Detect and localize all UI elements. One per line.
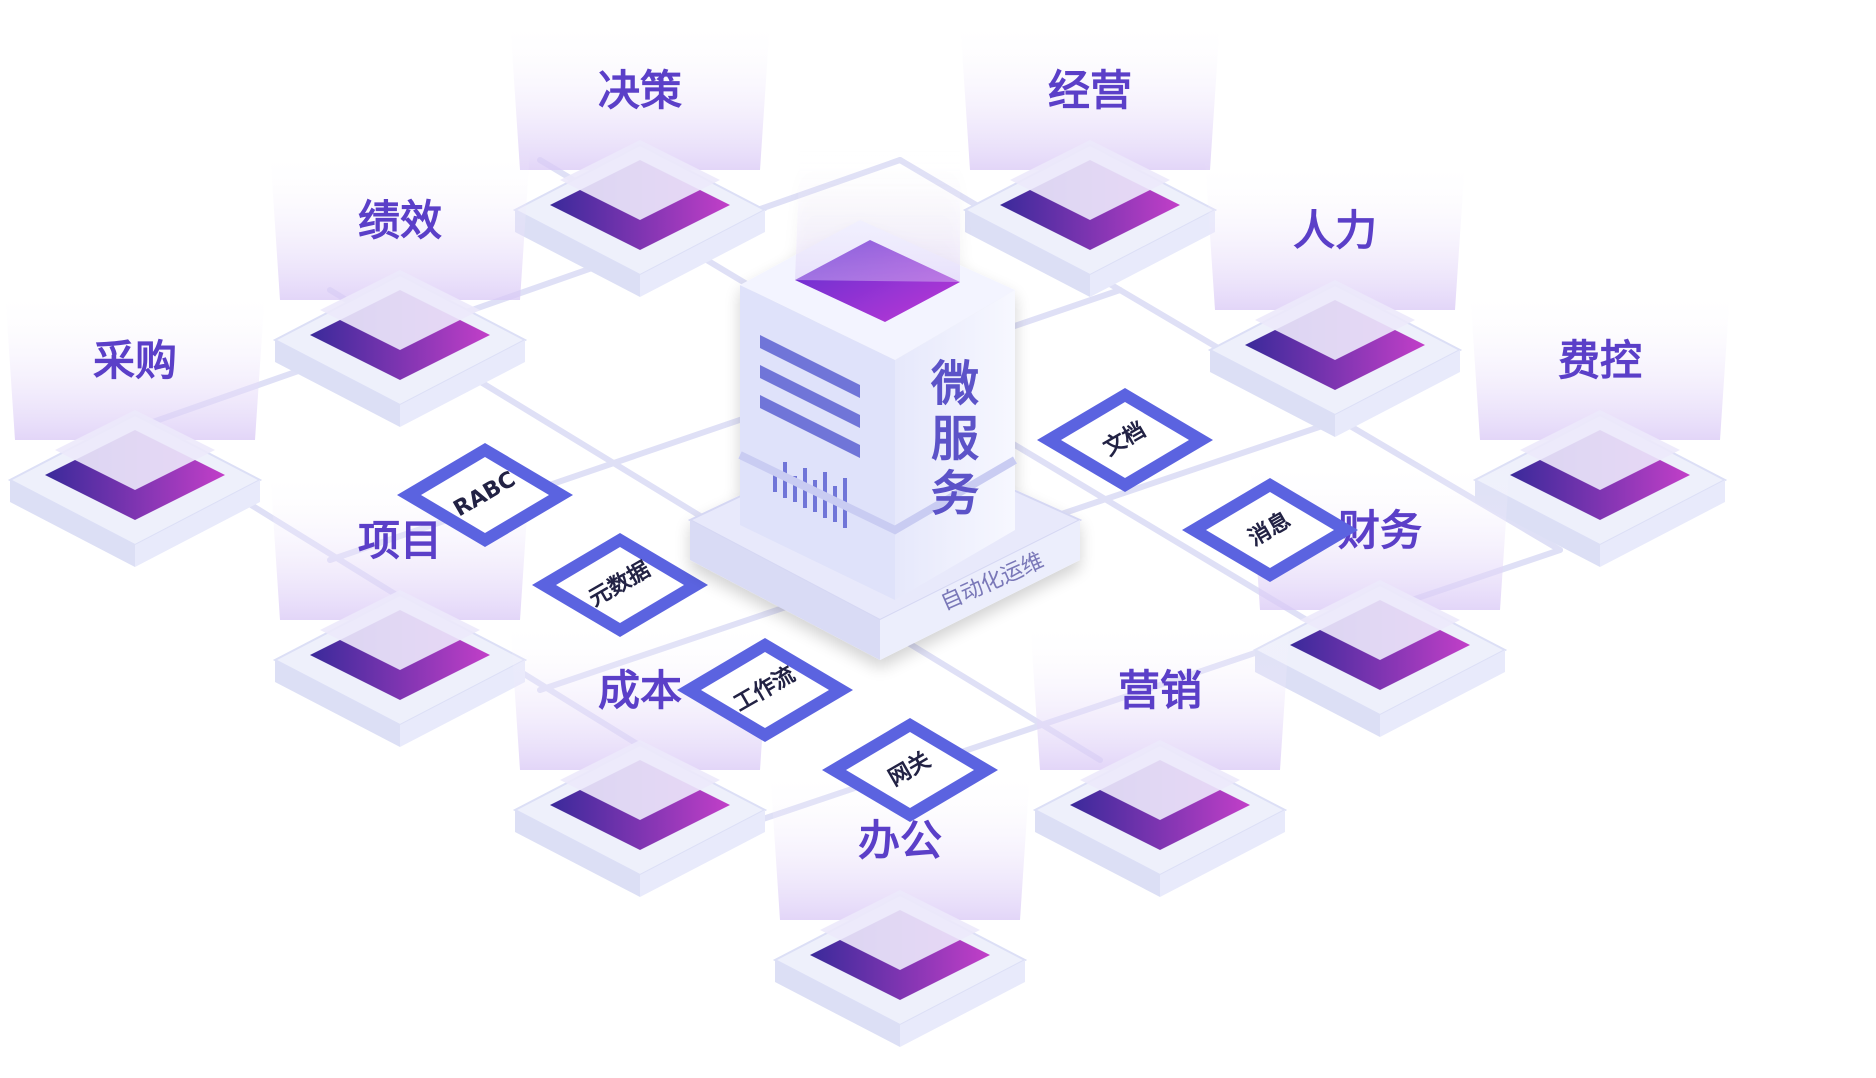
light-beam [1205, 160, 1465, 310]
feature-chip[interactable]: 文档 [1037, 388, 1213, 492]
glass-tile [1255, 280, 1415, 360]
chip-face [556, 547, 684, 623]
platform-side-left [965, 210, 1090, 297]
module-label: 成本 [598, 666, 682, 715]
glass-tile [820, 890, 980, 970]
platform-side-right [1160, 810, 1285, 897]
platform-side-right [1090, 210, 1215, 297]
module-label: 办公 [858, 816, 942, 865]
chip-face [1206, 492, 1334, 568]
glass-tile [1300, 580, 1460, 660]
server-char-1: 微 [930, 356, 979, 412]
platform-side-left [1210, 350, 1335, 437]
platform-side-left [515, 210, 640, 297]
platform-side-right [400, 340, 525, 427]
server-char-3: 务 [931, 466, 979, 522]
module-tile[interactable]: 采购 [5, 290, 265, 567]
module-tile[interactable]: 办公 [770, 770, 1030, 1047]
platform-side-left [775, 960, 900, 1047]
module-label: 绩效 [358, 196, 442, 245]
module-label: 决策 [598, 66, 682, 115]
glass-tile [320, 590, 480, 670]
platform-side-left [275, 660, 400, 747]
platform-side-right [1380, 650, 1505, 737]
glass-tile [1010, 140, 1170, 220]
platform-side-left [10, 480, 135, 567]
module-tile[interactable]: 绩效 [270, 150, 530, 427]
module-label: 营销 [1118, 666, 1202, 715]
light-beam [1030, 620, 1290, 770]
module-tile[interactable]: 成本 [510, 620, 770, 897]
server-vents [760, 335, 860, 458]
platform-side-right [900, 960, 1025, 1047]
module-label: 项目 [358, 516, 442, 565]
module-label: 经营 [1048, 66, 1132, 115]
platform-side-right [640, 810, 765, 897]
platform-side-right [640, 210, 765, 297]
light-beam [270, 150, 530, 300]
chip-face [1061, 402, 1189, 478]
module-tile[interactable]: 决策 [510, 20, 770, 297]
platform-side-right [1335, 350, 1460, 437]
glass-tile [320, 270, 480, 350]
microservice-server: 微 服 务 自动化运维 [687, 150, 1083, 660]
platform-side-right [400, 660, 525, 747]
module-label: 采购 [93, 336, 177, 385]
light-beam [510, 620, 770, 770]
server-char-2: 服 [931, 411, 979, 467]
platform-side-left [275, 340, 400, 427]
platform-side-left [1035, 810, 1160, 897]
light-beam [1470, 290, 1730, 440]
chip-face [701, 652, 829, 728]
feature-chip[interactable]: 工作流 [677, 638, 853, 742]
module-label: 人力 [1293, 206, 1377, 255]
glass-tile [55, 410, 215, 490]
module-tile[interactable]: 人力 [1205, 160, 1465, 437]
feature-chip[interactable]: 元数据 [532, 533, 708, 637]
glass-tile [1520, 410, 1680, 490]
feature-chip[interactable]: RABC [397, 443, 573, 547]
light-beam [1250, 460, 1510, 610]
feature-chip[interactable]: 消息 [1182, 478, 1358, 582]
light-beam [5, 290, 265, 440]
light-beam [770, 770, 1030, 920]
glass-tile [560, 140, 720, 220]
feature-chip[interactable]: 网关 [822, 718, 998, 822]
platform-side-right [135, 480, 260, 567]
chip-face [421, 457, 549, 533]
platform-side-left [515, 810, 640, 897]
module-tile[interactable]: 费控 [1470, 290, 1730, 567]
module-tile[interactable]: 财务 [1250, 460, 1510, 737]
module-tile[interactable]: 营销 [1030, 620, 1290, 897]
platform-side-right [1600, 480, 1725, 567]
glass-tile [1080, 740, 1240, 820]
light-beam [960, 20, 1220, 170]
module-label: 费控 [1558, 336, 1642, 385]
glass-tile [560, 740, 720, 820]
module-tile[interactable]: 经营 [960, 20, 1220, 297]
light-beam [510, 20, 770, 170]
chip-face [846, 732, 974, 808]
